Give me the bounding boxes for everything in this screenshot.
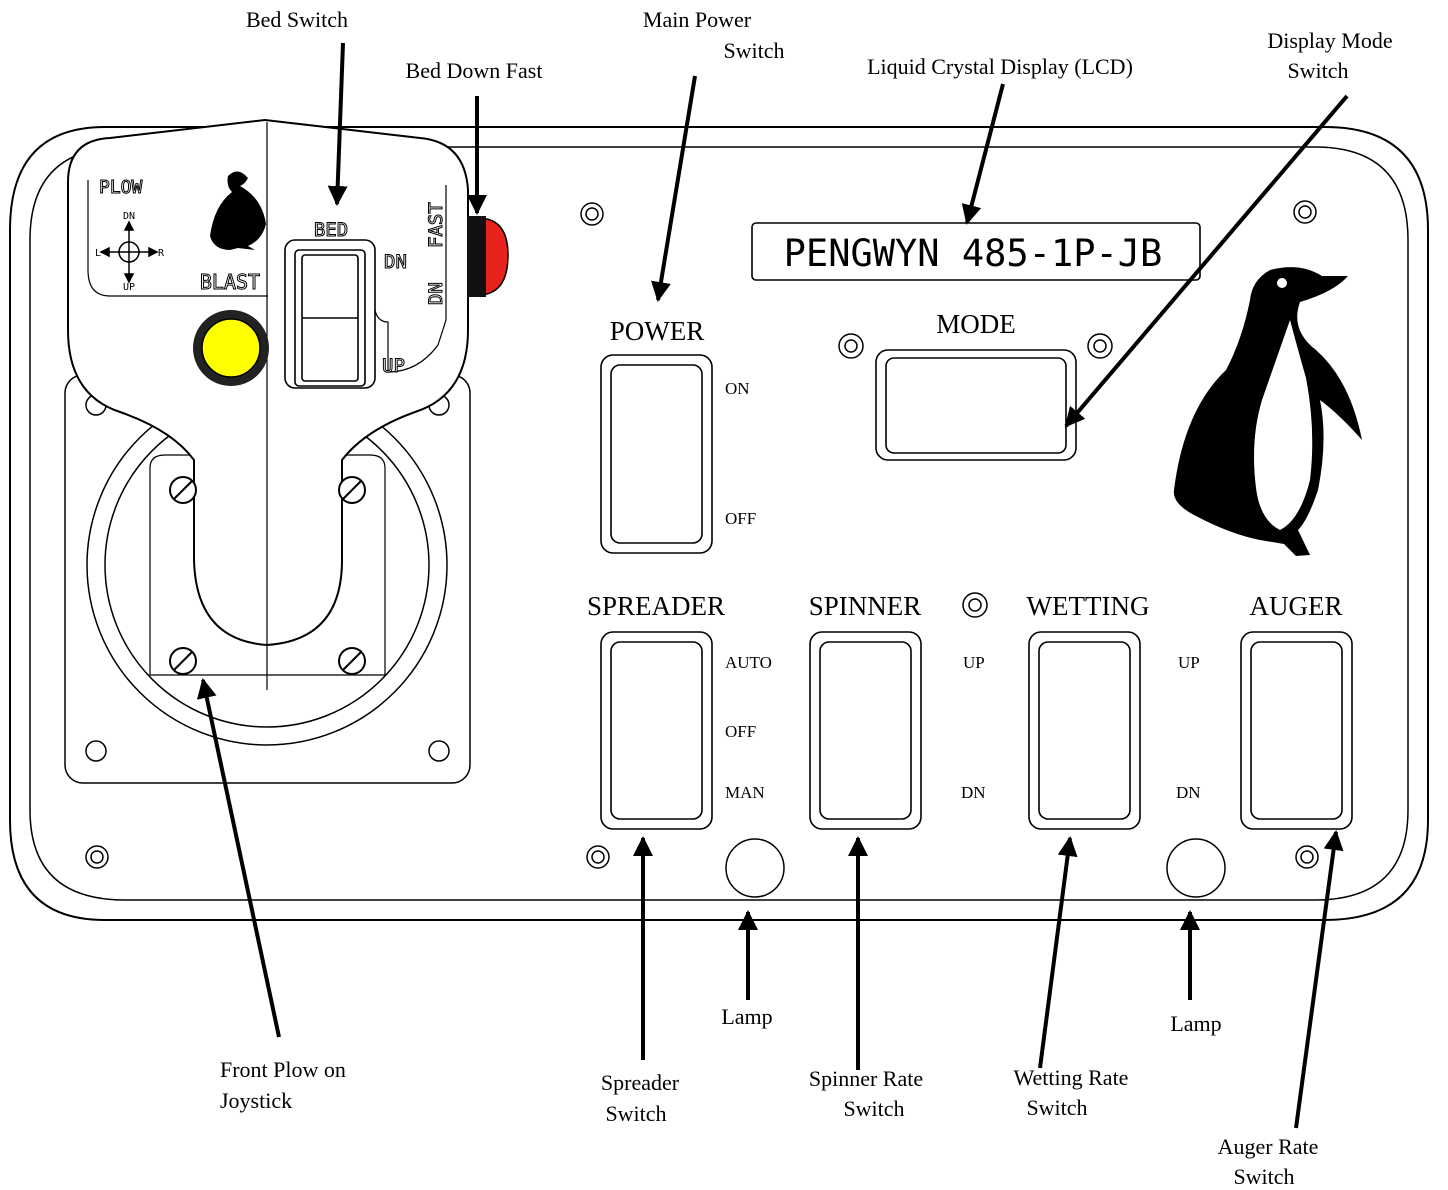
leader-lines xyxy=(196,42,1349,1129)
wetting-label: WETTING xyxy=(1027,591,1150,621)
bed-label: BED xyxy=(314,219,348,241)
lamp-right xyxy=(1166,838,1226,898)
power-switch[interactable] xyxy=(600,354,713,554)
wetting-rate-switch[interactable] xyxy=(1028,631,1141,830)
spreader-auto-label: AUTO xyxy=(725,653,772,672)
spreader-man-label: MAN xyxy=(725,783,765,802)
power-label: POWER xyxy=(610,316,705,346)
callout-spinner-rate-line2: Switch xyxy=(843,1096,904,1121)
bed-fast-dn-label: DN xyxy=(425,282,447,305)
power-off-label: OFF xyxy=(725,509,756,528)
callout-wetting-rate-line1: Wetting Rate xyxy=(1014,1065,1129,1090)
spinner-label: SPINNER xyxy=(809,591,922,621)
wetting-dn-label: DN xyxy=(1176,783,1201,802)
lcd-text: PENGWYN 485-1P-JB xyxy=(784,232,1163,275)
callout-display-mode-line2: Switch xyxy=(1287,58,1348,83)
auger-rate-switch[interactable] xyxy=(1240,631,1353,830)
callout-main-power-line1: Main Power xyxy=(643,7,752,32)
plow-label: PLOW xyxy=(99,177,143,198)
callout-main-power-line2: Switch xyxy=(723,38,784,63)
bed-up-label: UP xyxy=(382,355,405,377)
callout-spinner-rate-line1: Spinner Rate xyxy=(809,1066,923,1091)
callout-lamp-right: Lamp xyxy=(1170,1011,1221,1036)
callout-bed-switch: Bed Switch xyxy=(246,7,348,32)
joystick-dn-label: DN xyxy=(123,211,135,222)
bed-switch[interactable] xyxy=(284,239,376,389)
spreader-label: SPREADER xyxy=(587,591,725,621)
spinner-up-label: UP xyxy=(963,653,985,672)
callout-auger-rate-line1: Auger Rate xyxy=(1218,1134,1319,1159)
wetting-up-label: UP xyxy=(1178,653,1200,672)
blast-label: BLAST xyxy=(200,270,260,294)
direction-indicator-icon xyxy=(99,220,159,284)
callout-spreader-line2: Switch xyxy=(605,1101,666,1126)
joystick-handle[interactable] xyxy=(67,118,469,690)
bed-down-fast-button[interactable] xyxy=(467,216,509,297)
spinner-rate-switch[interactable] xyxy=(809,631,922,830)
callout-wetting-rate-line2: Switch xyxy=(1026,1095,1087,1120)
callout-auger-rate-line2: Switch xyxy=(1233,1164,1294,1189)
callout-lcd: Liquid Crystal Display (LCD) xyxy=(867,54,1133,79)
mode-switch[interactable] xyxy=(875,349,1077,461)
spinner-dn-label: DN xyxy=(961,783,986,802)
lamp-left xyxy=(725,838,785,898)
joystick-r-label: R xyxy=(158,248,165,259)
joystick-penguin-logo xyxy=(210,171,266,250)
callout-lamp-left: Lamp xyxy=(721,1004,772,1029)
spreader-switch[interactable] xyxy=(600,631,713,830)
joystick-l-label: L xyxy=(95,248,101,259)
callout-front-plow-line2: Joystick xyxy=(220,1088,292,1113)
callout-display-mode-line1: Display Mode xyxy=(1267,28,1392,53)
joystick-up-label: UP xyxy=(123,282,135,293)
power-on-label: ON xyxy=(725,379,750,398)
callout-front-plow-line1: Front Plow on xyxy=(220,1057,346,1082)
auger-label: AUGER xyxy=(1250,591,1343,621)
penguin-mascot-logo xyxy=(1173,267,1362,556)
callout-spreader-line1: Spreader xyxy=(601,1070,680,1095)
mode-label: MODE xyxy=(936,309,1016,339)
bed-dn-label: DN xyxy=(384,251,407,273)
blast-button[interactable] xyxy=(193,310,269,386)
bed-fast-label: FAST xyxy=(425,202,447,248)
spreader-off-label: OFF xyxy=(725,722,756,741)
callout-bed-down-fast: Bed Down Fast xyxy=(406,58,543,83)
